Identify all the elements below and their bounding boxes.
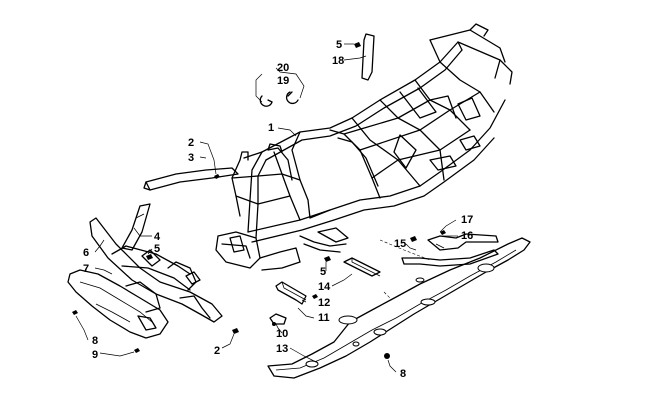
bolt-icon — [134, 348, 140, 353]
callout-label: 2 — [188, 137, 194, 149]
upright-strap — [361, 33, 375, 81]
callout-label: 15 — [394, 238, 406, 250]
center-plate — [343, 257, 381, 277]
bolt-icon — [146, 254, 153, 260]
bumper-skid-plate — [67, 269, 169, 339]
callout-label: 20 — [277, 62, 289, 74]
fasteners — [72, 42, 446, 359]
callout-label: 10 — [276, 328, 288, 340]
callout-label: 16 — [461, 230, 473, 242]
callout-label: 17 — [461, 214, 473, 226]
front-bracket-lower — [121, 203, 151, 251]
bolt-icon — [312, 294, 318, 299]
mount-bracket — [275, 281, 307, 305]
skid-plate-hole — [373, 328, 387, 336]
nut-icon — [272, 322, 276, 326]
callout-label: 5 — [154, 243, 160, 255]
skid-plate-hole — [338, 315, 358, 325]
leader-lines — [75, 43, 458, 373]
bolt-icon — [232, 328, 239, 334]
skid-plate-hole — [420, 298, 436, 306]
callout-label: 19 — [277, 75, 289, 87]
callout-label: 6 — [83, 247, 89, 259]
callout-label: 7 — [83, 263, 89, 275]
bolt-icon — [440, 230, 446, 235]
callout-label: 8 — [92, 335, 98, 347]
callout-label: 13 — [276, 343, 288, 355]
skid-plate — [267, 237, 531, 379]
small-bracket — [269, 313, 287, 325]
bolt-icon — [354, 42, 361, 48]
bolt-icon — [214, 174, 220, 179]
callout-label: 14 — [318, 281, 331, 293]
main-frame — [215, 23, 513, 271]
callout-label: 18 — [332, 55, 344, 67]
skid-plate-hole — [305, 360, 319, 368]
callout-label: 5 — [336, 39, 342, 51]
circlips — [259, 91, 299, 107]
callout-label: 11 — [318, 312, 330, 324]
bolt-icon — [72, 310, 78, 315]
callout-label: 2 — [214, 345, 220, 357]
callout-label: 8 — [400, 368, 406, 380]
rear-bracket — [401, 233, 499, 267]
bolt-icon — [410, 236, 417, 242]
callout-label: 9 — [92, 349, 98, 361]
callout-label: 12 — [318, 297, 330, 309]
callout-label: 4 — [154, 231, 161, 243]
callout-label: 3 — [188, 152, 194, 164]
skid-plate-hole — [352, 341, 360, 347]
callout-label: 5 — [320, 266, 326, 278]
front-bracket-upper — [143, 167, 239, 191]
skid-plate-hole — [477, 263, 495, 273]
bolt-icon — [324, 256, 331, 262]
skid-plate-hole — [415, 277, 425, 283]
callout-label: 1 — [268, 122, 274, 134]
front-bumper — [89, 217, 223, 323]
nut-icon — [384, 353, 390, 359]
callouts: 1 2 2 3 4 5 5 5 6 7 8 8 9 10 11 12 13 14… — [83, 39, 473, 380]
